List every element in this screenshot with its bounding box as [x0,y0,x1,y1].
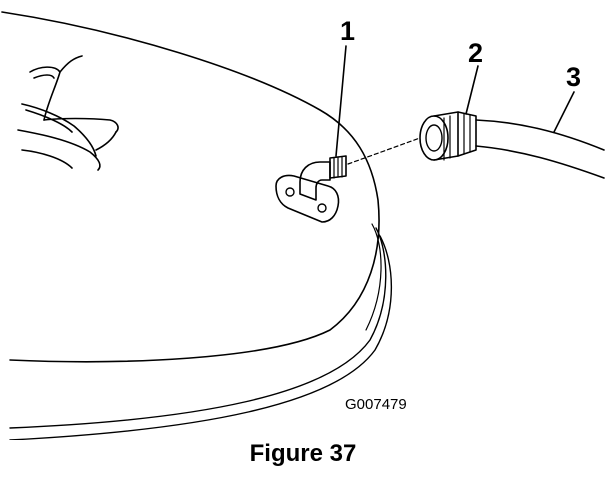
figure-caption: Figure 37 [249,440,357,467]
leader-line-2 [465,65,479,115]
diagram-illustration: 1 2 3 G007479 [1,11,605,440]
callout-2: 2 [468,38,483,68]
art-code: G007479 [345,396,407,413]
leader-line-3 [553,91,575,133]
embossed-logo-icon [17,55,119,171]
hose [475,119,605,179]
callout-1: 1 [340,16,355,46]
callout-3: 3 [566,62,581,92]
leader-line-1 [335,45,347,157]
connection-dashed-line [347,137,421,165]
tank-cover [1,11,393,440]
elbow-fitting [275,155,347,223]
hose-coupling [419,111,477,161]
